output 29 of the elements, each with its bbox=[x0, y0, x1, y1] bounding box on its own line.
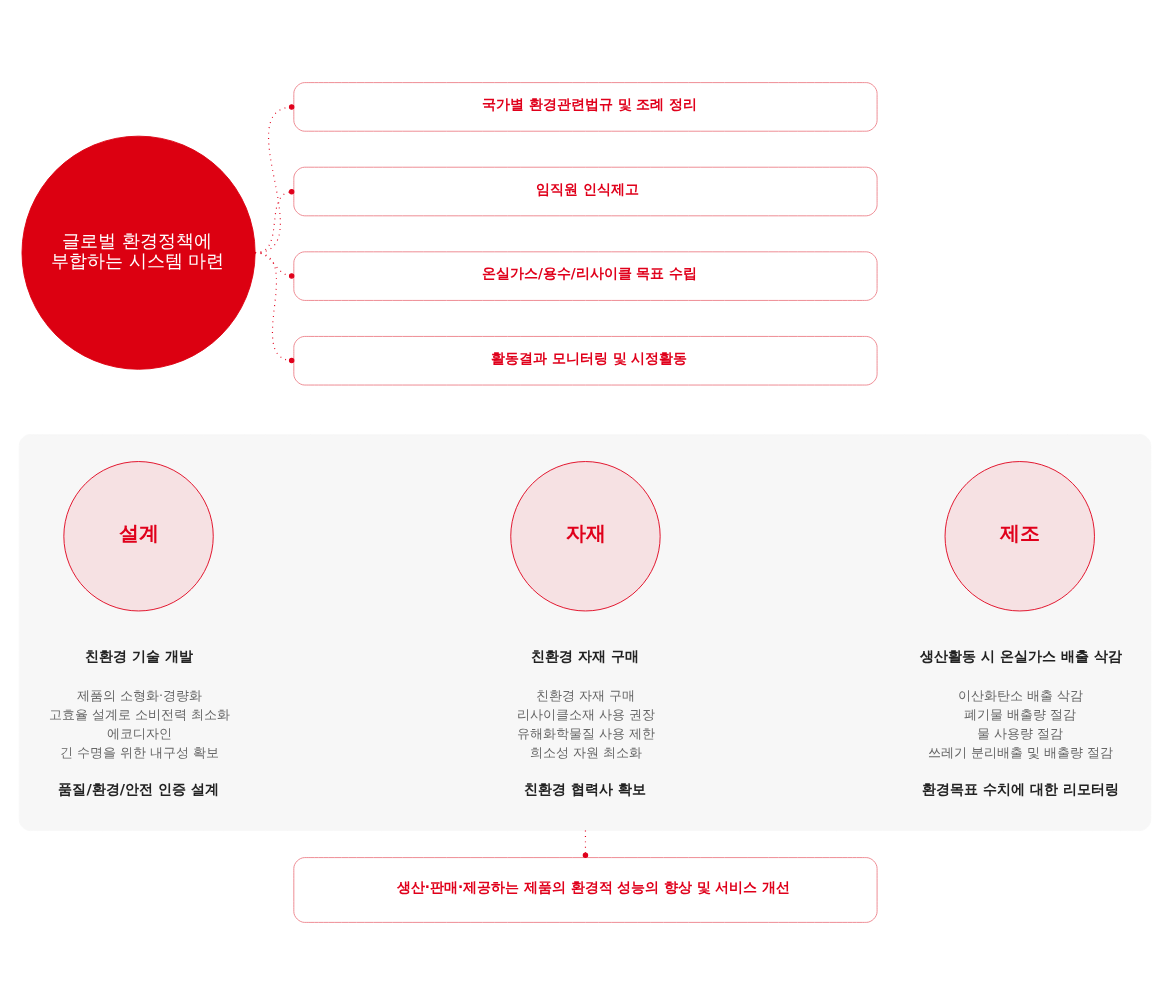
node-label: 희소성 자원 최소화 bbox=[529, 744, 642, 760]
cluster bbox=[18, 434, 1152, 832]
node-circle: 자재 bbox=[510, 461, 661, 612]
node-label: 리사이클소재 사용 권장 bbox=[517, 707, 656, 723]
node-label: 제품의 소형화·경량화 bbox=[76, 688, 202, 704]
node-label: 물 사용량 절감 bbox=[977, 726, 1064, 742]
node-label: 친환경 기술 개발 bbox=[84, 648, 194, 665]
node-label: 고효율 설계로 소비전력 최소화 bbox=[49, 707, 231, 723]
node-label: 환경목표 수치에 대한 리모터링 bbox=[921, 781, 1119, 798]
node-label: 생산활동 시 온실가스 배출 삭감 bbox=[919, 648, 1122, 665]
node-box: 온실가스/용수/리사이클 목표 수립 bbox=[293, 251, 878, 301]
node-circle: 제조 bbox=[944, 461, 1095, 612]
node-label: 이산화탄소 배출 삭감 bbox=[958, 688, 1084, 704]
node-box: 생산·판매·제공하는 제품의 환경적 성능의 향상 및 서비스 개선 bbox=[293, 857, 878, 923]
node-box: 활동결과 모니터링 및 시정활동 bbox=[293, 336, 878, 386]
node-label: 유해화학물질 사용 제한 bbox=[517, 726, 656, 742]
node-circle: 설계 bbox=[63, 461, 214, 612]
node-label: 에코디자인 bbox=[106, 726, 172, 742]
node-box: 임직원 인식제고 bbox=[293, 166, 878, 217]
node-label: 품질/환경/안전 인증 설계 bbox=[58, 781, 219, 798]
node-box: 국가별 환경관련법규 및 조례 정리 bbox=[293, 82, 878, 132]
connector bbox=[254, 104, 295, 254]
node-label: 폐기물 배출량 절감 bbox=[964, 707, 1077, 723]
node-label: 친환경 자재 구매 bbox=[536, 688, 636, 704]
node-label: 쓰레기 분리배출 및 배출량 절감 bbox=[928, 744, 1114, 760]
node-label: 긴 수명을 위한 내구성 확보 bbox=[60, 744, 220, 760]
node-circle: 글로벌 환경정책에 부합하는 시스템 마련 bbox=[21, 135, 256, 370]
node-label: 친환경 자재 구매 bbox=[531, 648, 640, 665]
node-label: 친환경 협력사 확보 bbox=[524, 781, 647, 798]
